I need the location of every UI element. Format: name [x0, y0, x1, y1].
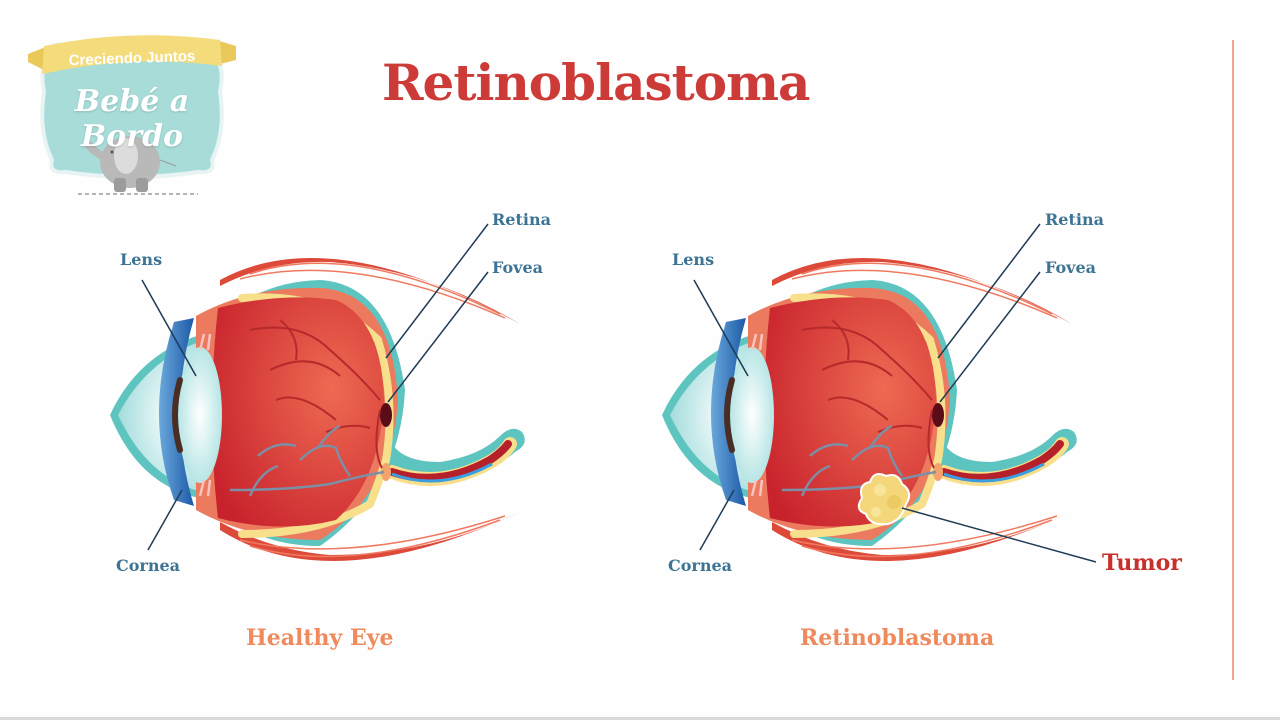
retina-leader-line [937, 223, 1041, 359]
cornea-leader-line [147, 489, 183, 551]
elephant-icon [84, 136, 177, 192]
retina-label: Retina [1045, 210, 1104, 229]
lens-label: Lens [672, 250, 715, 269]
retinoblastoma-caption: Retinoblastoma [800, 625, 995, 651]
retinoblastoma-diagram: Lens Cornea Retina Fovea Tumor [652, 200, 1182, 600]
retina-label: Retina [492, 210, 551, 229]
logo-script-text: Bebé a Bordo [74, 84, 190, 154]
tumor-leader-line [901, 507, 1097, 563]
brand-logo: Creciendo Juntos Bebé a Bordo [26, 32, 238, 197]
tumor-label: Tumor [1102, 550, 1182, 576]
lens-leader-line [693, 279, 749, 377]
eye-illustration [100, 223, 620, 600]
retina-leader-line [385, 223, 489, 359]
page-title: Retinoblastoma [382, 53, 810, 112]
cornea-label: Cornea [668, 556, 733, 575]
lens-label: Lens [120, 250, 163, 269]
cornea-label: Cornea [116, 556, 181, 575]
logo-badge-graphic [28, 35, 236, 195]
fovea-label: Fovea [492, 258, 543, 277]
healthy-eye-diagram: Lens Cornea Retina Fovea [100, 200, 620, 600]
fovea-leader-line [387, 271, 489, 403]
fovea-label: Fovea [1045, 258, 1096, 277]
cornea-leader-line [699, 489, 735, 551]
lens-leader-line [141, 279, 197, 377]
bottom-border [0, 717, 1280, 720]
fovea-leader-line [939, 271, 1041, 403]
eye-illustration [652, 223, 1097, 600]
healthy-eye-caption: Healthy Eye [246, 625, 394, 651]
vertical-divider [1232, 40, 1234, 680]
tumor-mass-icon [857, 473, 911, 526]
